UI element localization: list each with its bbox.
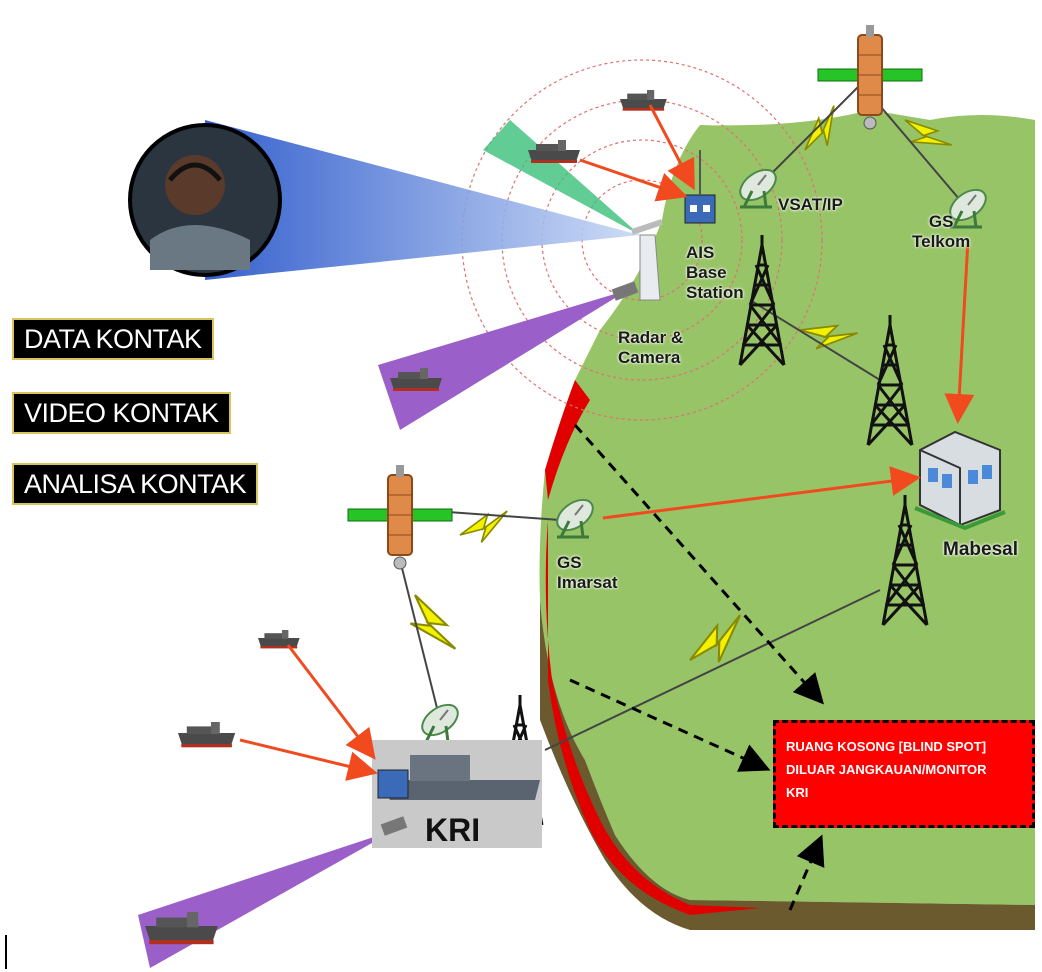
building-icon (914, 430, 1006, 531)
label-gs-imarsat-line2: Imarsat (557, 573, 618, 592)
label-ais-line3: Station (686, 283, 744, 302)
blind-spot-line3: KRI (786, 785, 809, 800)
label-radar-line1: Radar & (618, 328, 684, 347)
text-cursor-mark (5, 935, 7, 969)
label-gs-telkom-line1: GS (928, 212, 954, 231)
blind-spot-box: RUANG KOSONG [BLIND SPOT] DILUAR JANGKAU… (773, 720, 1035, 828)
label-radar-line2: Camera (618, 348, 681, 367)
label-gs-telkom-line2: Telkom (912, 232, 971, 251)
label-ais-base-station: AIS Base Station (686, 243, 744, 303)
blind-spot-line1: RUANG KOSONG [BLIND SPOT] (786, 739, 987, 754)
ais-base-station-icon (684, 150, 716, 224)
legend-analisa-kontak: ANALISA KONTAK (12, 463, 259, 505)
label-radar-camera: Radar & Camera (618, 328, 683, 368)
radar-beam-green (483, 120, 640, 235)
kri-ship-icon (372, 740, 542, 848)
legend-video-kontak: VIDEO KONTAK (12, 392, 231, 434)
operator-photo-icon (128, 123, 282, 277)
label-gs-imarsat: GS Imarsat (557, 553, 617, 593)
blind-spot-line2: DILUAR JANGKAUAN/MONITOR (786, 762, 987, 777)
label-gs-telkom: GS Telkom (912, 212, 970, 252)
radar-camera-icon (611, 219, 663, 301)
radar-beam-purple-bottom (138, 830, 395, 968)
label-gs-imarsat-line1: GS (557, 553, 582, 572)
label-ais-line2: Base (686, 263, 727, 282)
coastline-land (539, 110, 1035, 930)
label-ais-line1: AIS (686, 243, 715, 262)
label-kri: KRI (425, 812, 481, 848)
video-beam-blue (205, 120, 640, 280)
label-mabesal: Mabesal (943, 539, 1018, 560)
radar-beam-purple-top (378, 290, 628, 430)
data-flow-arrows (239, 104, 975, 781)
blind-spot-arrows (569, 424, 825, 911)
legend-data-kontak: DATA KONTAK (12, 318, 214, 360)
label-vsat-ip: VSAT/IP (778, 195, 843, 214)
